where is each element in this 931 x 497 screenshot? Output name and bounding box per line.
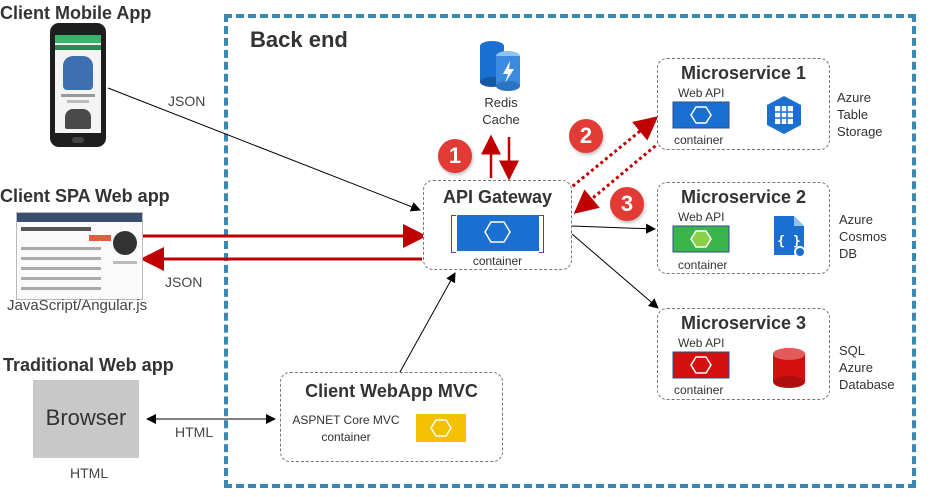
sql-database-icon	[773, 348, 805, 388]
microservice-3-container: container	[674, 383, 724, 397]
step-badge-1: 1	[438, 139, 472, 173]
phone-device	[50, 23, 106, 147]
ms3-store-2: Azure	[839, 360, 873, 375]
ms3-store-3: Database	[839, 377, 895, 392]
ms2-store-2: Cosmos	[839, 229, 887, 244]
azure-cosmos-db-icon: { }	[774, 216, 806, 258]
backend-boundary	[224, 14, 916, 488]
ms1-store-2: Table	[837, 107, 869, 122]
edge-gateway-ms3	[571, 233, 659, 309]
redis-icon	[480, 41, 520, 91]
edge-mvc-gateway	[399, 272, 456, 373]
microservice-3-title: Microservice 3	[680, 313, 807, 333]
microservice-1-title: Microservice 1	[680, 63, 807, 83]
ms2-store-3: DB	[839, 246, 858, 261]
browser-box: Browser	[33, 380, 139, 458]
microservice-2-api: Web API	[678, 210, 725, 224]
edge-label-json-spa: JSON	[165, 274, 203, 290]
step-badge-3: 3	[610, 187, 644, 221]
api-gateway-title: API Gateway	[442, 187, 553, 207]
microservice-2-box: Microservice 2 Web API container { }	[657, 182, 830, 274]
microservice-2-title: Microservice 2	[680, 187, 807, 207]
mvc-line-2: container	[321, 430, 371, 444]
step-badge-2: 2	[569, 119, 603, 153]
microservice-2-container: container	[678, 258, 728, 272]
edge-ms1-gateway	[573, 140, 661, 214]
microservice-3-container-icon	[672, 351, 730, 379]
microservice-3-api: Web API	[678, 336, 725, 350]
edge-label-html: HTML	[175, 424, 214, 440]
phone-screen	[55, 35, 101, 133]
microservice-3-box: Microservice 3 Web API container	[657, 308, 830, 400]
edge-mobile-gateway	[107, 87, 421, 212]
edge-gateway-ms1	[567, 116, 659, 192]
edge-gateway-ms2	[571, 223, 656, 234]
spa-screenshot	[16, 212, 143, 300]
browser-label: Browser	[45, 405, 127, 430]
mobile-app-title: Client Mobile App	[0, 3, 152, 23]
microservice-1-box: Microservice 1 Web API container	[657, 58, 830, 150]
mvc-box: Client WebApp MVC ASPNET Core MVC contai…	[280, 372, 503, 462]
spa-subtitle: JavaScript/Angular.js	[7, 297, 148, 314]
redis-label-2: Cache	[482, 112, 520, 127]
backend-title: Back end	[250, 27, 348, 52]
api-gateway-box: API Gateway container	[423, 180, 572, 270]
mvc-title: Client WebApp MVC	[305, 381, 478, 401]
svg-text:{ }: { }	[777, 234, 800, 249]
edge-label-json-mobile: JSON	[168, 93, 206, 109]
mvc-container-icon	[416, 414, 466, 442]
gateway-container-label: container	[472, 254, 523, 268]
ms1-store-3: Storage	[837, 124, 883, 139]
ms1-store-1: Azure	[837, 90, 871, 105]
redis-label-1: Redis	[484, 95, 518, 110]
ms2-store-1: Azure	[839, 212, 873, 227]
microservice-1-api: Web API	[678, 86, 725, 100]
microservice-1-container: container	[674, 133, 724, 147]
microservice-2-container-icon	[672, 225, 730, 253]
gateway-container-icon	[457, 215, 539, 251]
spa-app-title: Client SPA Web app	[0, 186, 170, 206]
ms3-store-1: SQL	[839, 343, 866, 358]
browser-caption: HTML	[70, 465, 109, 481]
mvc-line-1: ASPNET Core MVC	[292, 413, 400, 427]
microservice-1-container-icon	[672, 101, 730, 129]
traditional-app-title: Traditional Web app	[3, 355, 174, 375]
azure-table-storage-icon	[767, 96, 801, 134]
